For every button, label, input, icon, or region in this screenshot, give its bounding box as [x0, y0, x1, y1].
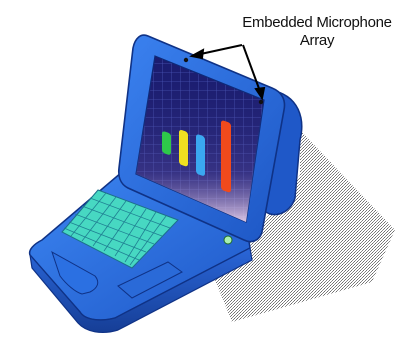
screen-bar-2	[179, 129, 188, 167]
trackpad	[117, 261, 183, 299]
callout-label: Embedded Microphone Array	[222, 14, 412, 50]
palm-rest	[51, 250, 99, 295]
screen-bar-1	[162, 131, 171, 155]
microphone-icon	[183, 57, 189, 63]
screen-chart	[162, 120, 231, 193]
callout-arrows	[189, 44, 266, 101]
power-button	[223, 235, 233, 245]
drop-shadow	[206, 130, 395, 322]
callout-label-line1: Embedded Microphone	[242, 14, 392, 31]
base-front-edge	[29, 247, 253, 333]
screen-bar-3	[196, 134, 205, 176]
callout-label-line2: Array	[299, 32, 335, 49]
microphone-icon	[258, 99, 264, 105]
screen-bar-4	[221, 120, 231, 193]
keyboard	[61, 189, 179, 269]
